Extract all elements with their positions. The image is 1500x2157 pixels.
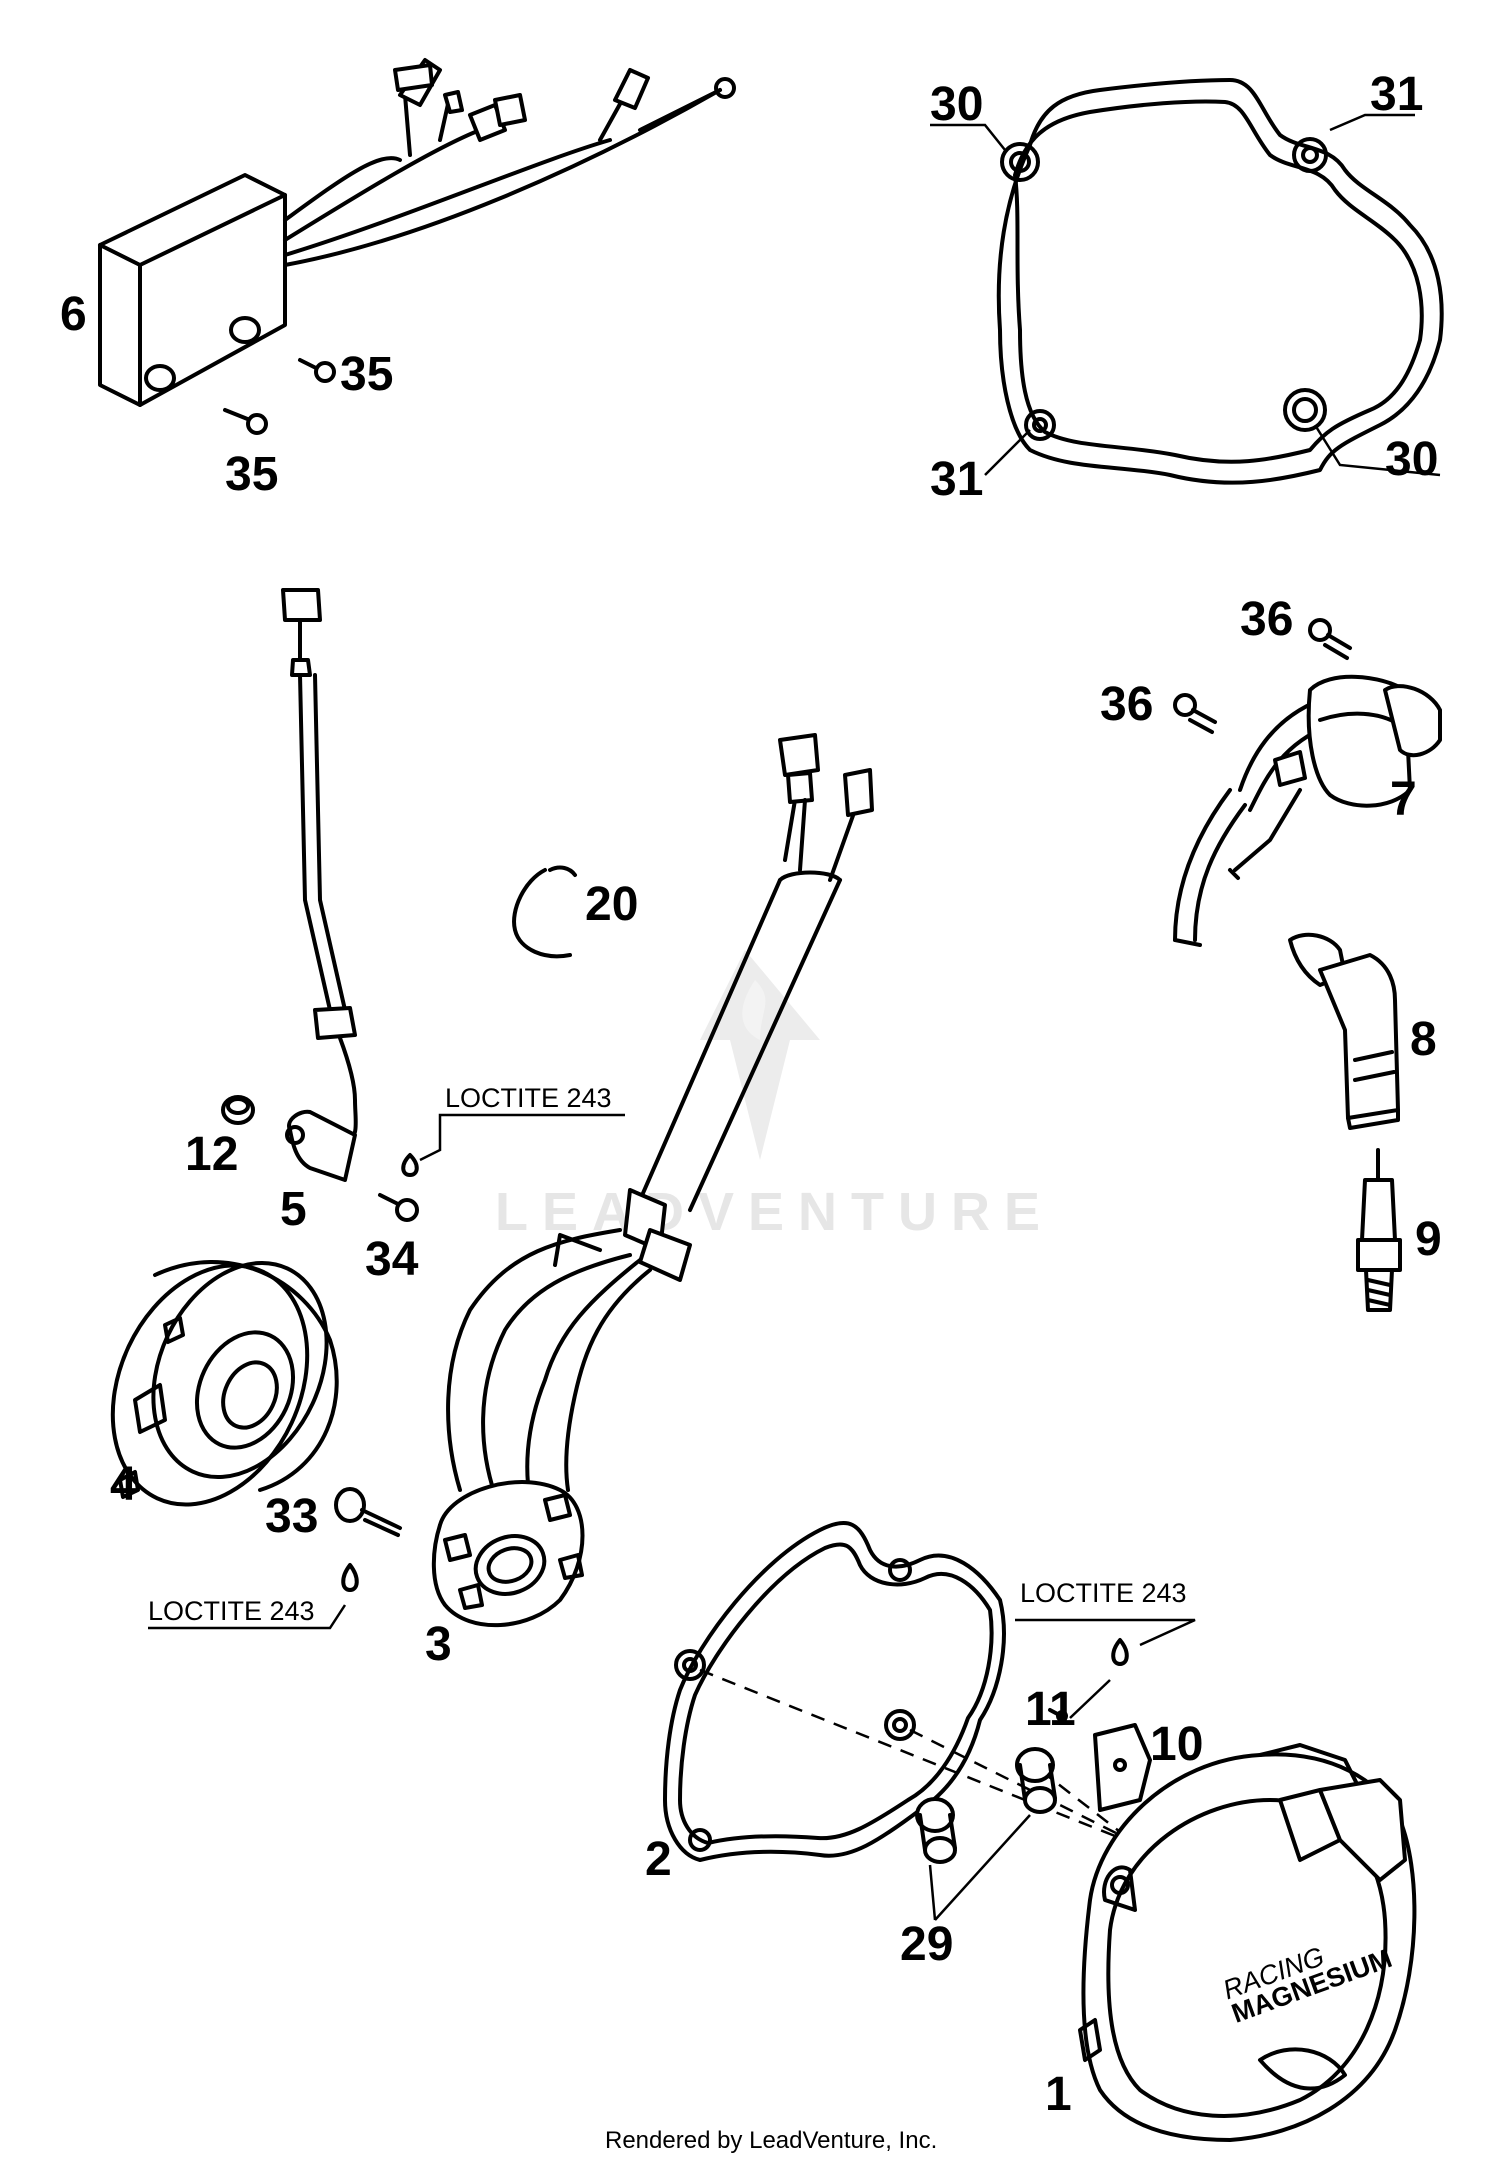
- callout-35b: 35: [225, 448, 278, 501]
- loctite-note-a: LOCTITE 243: [445, 1083, 612, 1113]
- callout-34: 34: [365, 1233, 419, 1286]
- grommet-part-12: [221, 1095, 255, 1125]
- callout-1: 1: [1045, 2068, 1072, 2121]
- callout-8: 8: [1410, 1013, 1437, 1066]
- callout-7: 7: [1390, 773, 1417, 826]
- dowel-part-29: [915, 1747, 1057, 1921]
- callout-5: 5: [280, 1183, 307, 1236]
- loctite-note-b: LOCTITE 243: [148, 1596, 315, 1626]
- callout-3: 3: [425, 1618, 452, 1671]
- callout-31a: 31: [1370, 68, 1423, 121]
- cdi-unit-part-6: [98, 58, 736, 407]
- callout-36a: 36: [1240, 593, 1293, 646]
- callout-29: 29: [900, 1918, 953, 1971]
- loctite-note-c: LOCTITE 243: [1020, 1578, 1187, 1608]
- callout-30b: 30: [1385, 433, 1438, 486]
- callout-33: 33: [265, 1490, 318, 1543]
- screw-part-35b: [223, 408, 268, 435]
- callout-12: 12: [185, 1128, 238, 1181]
- callout-6: 6: [60, 288, 87, 341]
- spark-plug-cap-part-8: [1288, 932, 1400, 1130]
- callout-9: 9: [1415, 1213, 1442, 1266]
- screw-part-35a: [298, 358, 336, 383]
- cover-gasket-part-2: [663, 1520, 1151, 1862]
- screw-part-34: [378, 1153, 419, 1222]
- callout-35a: 35: [340, 348, 393, 401]
- pickup-sensor-part-5: [281, 588, 358, 1182]
- callout-10: 10: [1150, 1718, 1203, 1771]
- screw-part-11: [1048, 1638, 1129, 1722]
- ignition-coil-part-7: [1173, 674, 1442, 947]
- callout-36b: 36: [1100, 678, 1153, 731]
- clip-part-20: [512, 865, 577, 959]
- spark-plug-part-9: [1356, 1148, 1402, 1312]
- stator-part-3: [431, 733, 874, 1627]
- callout-2: 2: [645, 1833, 672, 1886]
- footer-credit: Rendered by LeadVenture, Inc.: [605, 2127, 937, 2154]
- callout-31b: 31: [930, 453, 983, 506]
- flywheel-part-4: [110, 1259, 339, 1507]
- callout-30a: 30: [930, 78, 983, 131]
- callout-20: 20: [585, 878, 638, 931]
- gasket-part-30-31: [930, 78, 1444, 485]
- watermark-text: LEADVENTURE: [495, 1182, 1054, 1242]
- screw-part-36a: [1308, 618, 1352, 660]
- screw-part-33: [334, 1487, 402, 1592]
- ignition-cover-part-1: RACING MAGNESIUM: [1078, 1743, 1417, 2142]
- callout-4: 4: [110, 1458, 137, 1511]
- screw-part-36b: [1173, 693, 1217, 734]
- plate-part-10: [1093, 1723, 1152, 1812]
- callout-11: 11: [1025, 1683, 1076, 1736]
